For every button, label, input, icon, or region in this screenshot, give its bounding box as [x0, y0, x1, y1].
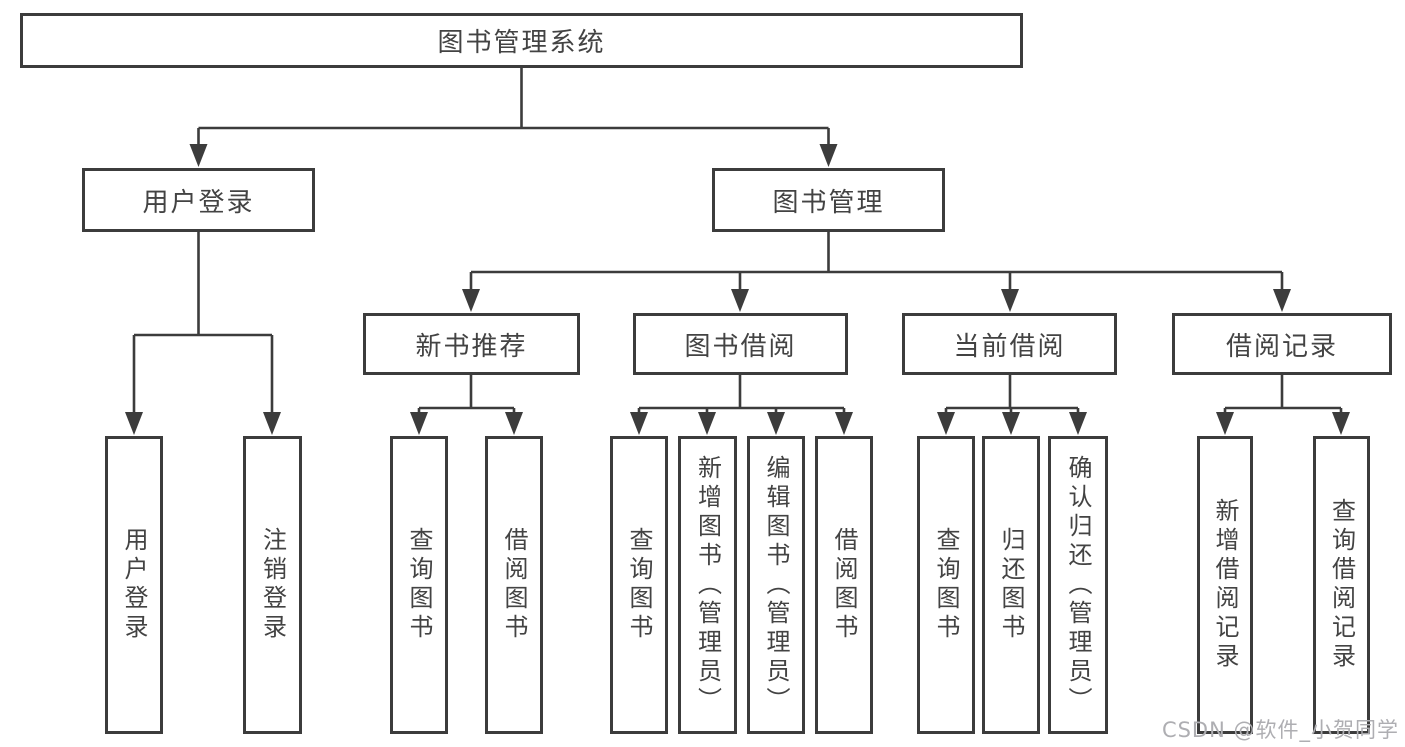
leaf-query-borrow-record: 查询借阅记录: [1313, 436, 1370, 734]
leaf-borrow-books: 借阅图书: [815, 436, 873, 734]
node-new-book-recommend-label: 新书推荐: [415, 331, 528, 362]
leaf-query-books-recommend: 查询图书: [390, 436, 448, 734]
leaf-add-book-admin-label: 新增图书（管理员）: [693, 454, 722, 716]
node-user-login: 用户登录: [82, 168, 315, 232]
leaf-user-login-label: 用户登录: [120, 527, 148, 643]
edges-userlogin-to-leaves: [125, 232, 281, 435]
node-book-borrowing-label: 图书借阅: [684, 331, 797, 362]
node-library-system: 图书管理系统: [20, 13, 1023, 68]
node-library-system-label: 图书管理系统: [437, 28, 606, 58]
leaf-query-books-current: 查询图书: [917, 436, 975, 734]
leaf-user-login: 用户登录: [105, 436, 163, 734]
leaf-edit-book-admin: 编辑图书（管理员）: [747, 436, 805, 734]
node-new-book-recommend: 新书推荐: [363, 313, 580, 375]
leaf-query-books-current-label: 查询图书: [932, 527, 960, 643]
leaf-query-books-recommend-label: 查询图书: [405, 527, 433, 643]
edges-records-to-leaves: [1216, 375, 1350, 435]
node-borrowing-records: 借阅记录: [1172, 313, 1392, 375]
leaf-return-books: 归还图书: [982, 436, 1040, 734]
leaf-query-borrow-record-label: 查询借阅记录: [1327, 498, 1356, 672]
leaf-query-books-borrow: 查询图书: [610, 436, 668, 734]
edges-current-to-leaves: [937, 375, 1087, 435]
csdn-watermark: CSDN @软件_小贺同学: [1161, 718, 1399, 742]
leaf-logout-label: 注销登录: [258, 527, 287, 643]
leaf-edit-book-admin-label: 编辑图书（管理员）: [762, 454, 790, 716]
leaf-query-books-borrow-label: 查询图书: [625, 527, 653, 643]
node-current-borrowing: 当前借阅: [902, 313, 1117, 375]
edges-borrow-to-leaves: [630, 375, 853, 435]
leaf-logout: 注销登录: [243, 436, 302, 734]
node-book-management: 图书管理: [712, 168, 945, 232]
node-book-borrowing: 图书借阅: [633, 313, 848, 375]
leaf-confirm-return-admin-label: 确认归还（管理员）: [1064, 454, 1092, 716]
leaf-borrow-books-label: 借阅图书: [830, 527, 858, 643]
leaf-confirm-return-admin: 确认归还（管理员）: [1048, 436, 1108, 734]
node-current-borrowing-label: 当前借阅: [953, 331, 1066, 362]
leaf-return-books-label: 归还图书: [997, 527, 1025, 643]
node-user-login-label: 用户登录: [142, 187, 255, 218]
leaf-add-borrow-record: 新增借阅记录: [1197, 436, 1253, 734]
leaf-borrow-books-recommend: 借阅图书: [485, 436, 543, 734]
leaf-add-borrow-record-label: 新增借阅记录: [1211, 498, 1239, 672]
edges-root-to-level2: [189, 68, 838, 167]
leaf-add-book-admin: 新增图书（管理员）: [678, 436, 737, 734]
edges-bookmgmt-to-level3: [462, 232, 1291, 312]
node-borrowing-records-label: 借阅记录: [1225, 331, 1338, 362]
edges-newbook-to-leaves: [410, 375, 523, 435]
leaf-borrow-books-recommend-label: 借阅图书: [500, 527, 528, 643]
node-book-management-label: 图书管理: [772, 187, 885, 218]
